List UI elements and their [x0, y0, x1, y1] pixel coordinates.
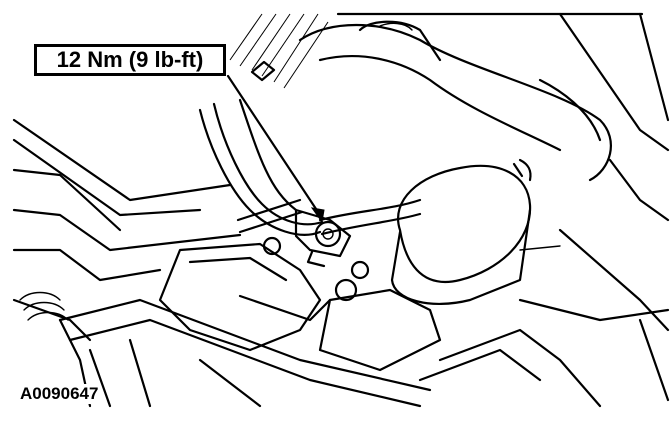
left-structure [12, 118, 242, 342]
module-assembly [158, 236, 442, 372]
lower-rails [58, 298, 602, 408]
torque-label: 12 Nm (9 lb-ft) [56, 47, 204, 72]
accumulator-canister [390, 158, 561, 305]
brake-lines [198, 98, 422, 236]
hatching-lines [229, 13, 329, 89]
upper-reservoir [298, 20, 612, 182]
torque-callout: 12 Nm (9 lb-ft) [34, 44, 226, 76]
callout-leader [226, 74, 325, 224]
tag-marker [250, 60, 276, 82]
figure-id: A0090647 [18, 384, 101, 404]
hood-frame [336, 12, 670, 402]
bracket-bolt [294, 208, 352, 268]
